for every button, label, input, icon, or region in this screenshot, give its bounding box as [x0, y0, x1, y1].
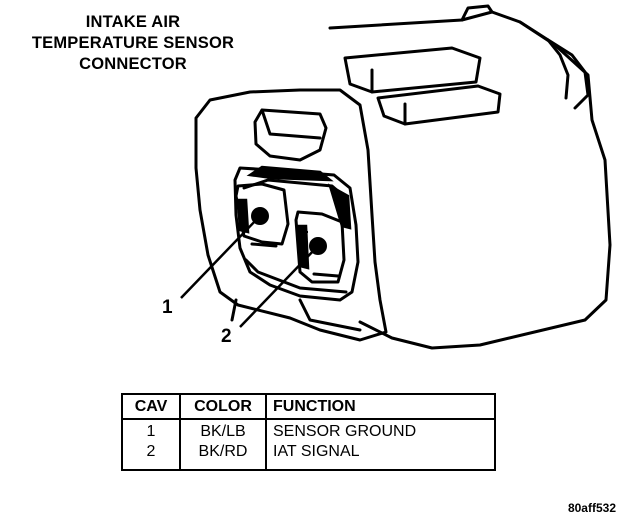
- table-row: 1 BK/LB SENSOR GROUND: [122, 419, 495, 442]
- callout-label-2: 2: [221, 326, 232, 347]
- pinout-table: CAV COLOR FUNCTION 1 BK/LB SENSOR GROUND…: [121, 393, 496, 471]
- front-shell: [194, 88, 388, 342]
- leader-line-1: [180, 217, 259, 299]
- diagram-title: INTAKE AIR TEMPERATURE SENSOR CONNECTOR: [8, 12, 258, 75]
- cell-color: BK/RD: [180, 442, 267, 470]
- table-header-row: CAV COLOR FUNCTION: [122, 394, 495, 420]
- header-function: FUNCTION: [266, 394, 495, 420]
- callout-label-1: 1: [162, 297, 173, 318]
- top-slot-1: [343, 46, 482, 94]
- front-latch: [253, 108, 328, 162]
- cell-function: SENSOR GROUND: [273, 422, 417, 440]
- title-line-2: TEMPERATURE SENSOR: [31, 34, 235, 52]
- title-line-1: INTAKE AIR: [85, 13, 181, 31]
- top-slot-2: [376, 84, 502, 126]
- header-color: COLOR: [180, 394, 267, 420]
- header-cav: CAV: [122, 394, 181, 420]
- cavity-1-housing: [234, 182, 290, 246]
- cavity-2-housing: [294, 210, 346, 284]
- cell-function: IAT SIGNAL: [273, 443, 360, 460]
- cell-color: BK/LB: [180, 419, 267, 442]
- cell-cav: 2: [122, 442, 181, 470]
- cell-cav: 1: [122, 419, 181, 442]
- connector-body-outline: [328, 10, 612, 350]
- table-row: 2 BK/RD IAT SIGNAL: [122, 442, 495, 470]
- title-line-3: CONNECTOR: [79, 55, 187, 73]
- rear-latch: [518, 20, 590, 110]
- figure-id: 80aff532: [567, 501, 616, 515]
- leader-line-2: [239, 247, 317, 328]
